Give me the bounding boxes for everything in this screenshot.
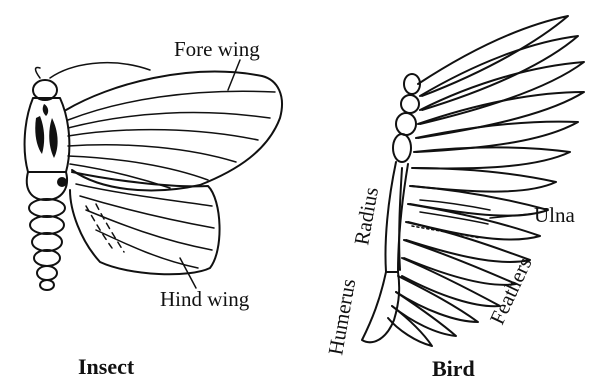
hind-wing-label: Hind wing xyxy=(160,287,250,311)
insect-fore-wing xyxy=(66,72,282,191)
bird-secondary-feathers xyxy=(402,168,556,306)
insect-spot xyxy=(57,177,67,187)
insect-thorax-marking xyxy=(35,116,44,154)
insect-hind-wing-dashes xyxy=(86,204,124,252)
bird-primary-feathers xyxy=(414,16,584,168)
insect-hind-wing-veins xyxy=(76,184,214,268)
radius-label: Radius xyxy=(349,185,383,247)
insect-fore-wing-veins xyxy=(68,91,275,188)
insect-abdomen xyxy=(27,172,67,290)
insect-thorax-marking xyxy=(49,118,57,158)
bird-drawing: Ulna Radius Humerus Feathers Bird xyxy=(323,16,584,381)
humerus-label: Humerus xyxy=(323,277,360,357)
insect-thorax-marking xyxy=(43,104,48,116)
ulna-label: Ulna xyxy=(534,203,576,227)
insect-drawing: Fore wing Hind wing Insect xyxy=(25,37,282,379)
insect-antenna xyxy=(36,67,41,78)
insect-caption: Insect xyxy=(78,354,135,379)
fore-wing-label: Fore wing xyxy=(174,37,260,61)
feathers-label: Feathers xyxy=(485,253,537,328)
fore-wing-leader-line xyxy=(228,60,240,90)
insect-antenna xyxy=(50,63,150,78)
bird-caption: Bird xyxy=(432,356,475,381)
